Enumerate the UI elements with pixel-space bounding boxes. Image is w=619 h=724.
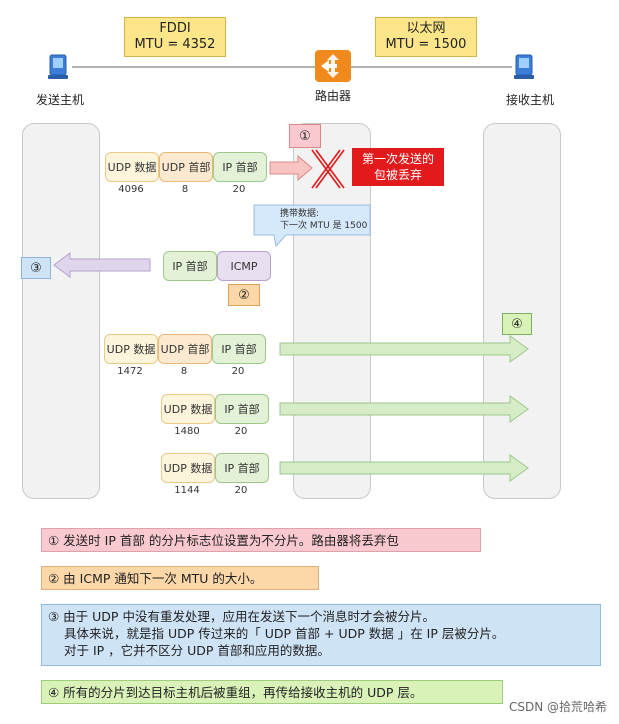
frag1-size-udp-data: 1472 [117,366,143,377]
watermark: CSDN @拾荒哈希 [508,700,607,714]
frag3-size-ip-header: 20 [234,485,248,496]
frag1-udp-data: UDP 数据 [104,334,158,364]
marker-2: ② [228,284,260,306]
left-mtu-label: FDDI MTU = 4352 [124,17,226,57]
row1-size-ip-header: 20 [232,184,246,195]
callout-shape [253,204,371,248]
send-arrow-red [269,154,313,182]
fragment3-arrow [279,454,529,482]
frag2-udp-data: UDP 数据 [161,394,215,424]
icmp-row-ip-header: IP 首部 [163,251,217,281]
note-1: ① 发送时 IP 首部 的分片标志位设置为不分片。路由器将丢弃包 [41,528,481,552]
note-2: ② 由 ICMP 通知下一次 MTU 的大小。 [41,566,319,590]
frag1-ip-header: IP 首部 [212,334,266,364]
note-3: ③ 由于 UDP 中没有重发处理，应用在发送下一个消息时才会被分片。 具体来说，… [41,604,601,666]
drop-x-icon [311,149,345,189]
right-link-mtu: MTU = 1500 [385,37,467,52]
frag2-size-ip-header: 20 [234,426,248,437]
marker-3: ③ [21,257,51,279]
left-link-mtu: MTU = 4352 [134,37,216,52]
frag3-udp-data: UDP 数据 [161,453,215,483]
sender-computer-icon [48,54,68,79]
note-4: ④ 所有的分片到达目标主机后被重组，再传给接收主机的 UDP 层。 [41,680,503,704]
router-icon [315,50,351,82]
frag1-size-udp-header: 8 [180,366,188,377]
frag1-udp-header: UDP 首部 [158,334,212,364]
marker-4: ④ [502,313,532,335]
fragment2-arrow [279,395,529,423]
right-link-name: 以太网 [406,21,446,36]
note-3-line-2: 具体来说，就是指 UDP 传过来的「 UDP 首部 + UDP 数据 」在 IP… [64,626,505,641]
note-3-line-3: 对于 IP ，它并不区分 UDP 首部和应用的数据。 [64,643,330,658]
right-mtu-label: 以太网 MTU = 1500 [375,17,477,57]
sender-lane [22,123,100,499]
row1-size-udp-header: 8 [181,184,189,195]
router-label: 路由器 [314,89,351,103]
row1-udp-header: UDP 首部 [159,152,213,182]
frag3-size-udp-data: 1144 [174,485,200,496]
marker-1: ① [289,124,321,148]
receiver-lane [483,123,561,499]
icmp-return-arrow [53,252,151,278]
icmp-box: ICMP [217,251,271,281]
fragment1-arrow [279,335,529,363]
frag2-ip-header: IP 首部 [215,394,269,424]
row1-ip-header: IP 首部 [213,152,267,182]
frag3-ip-header: IP 首部 [215,453,269,483]
drop-label: 第一次发送的 包被丢弃 [352,148,444,186]
left-link-name: FDDI [159,21,191,36]
row1-size-udp-data: 4096 [118,184,144,195]
mtu-callout: 携带数据: 下一次 MTU 是 1500 [280,209,368,231]
receiver-label: 接收主机 [505,93,554,107]
row1-udp-data: UDP 数据 [105,152,159,182]
note-3-line-1: ③ 由于 UDP 中没有重发处理，应用在发送下一个消息时才会被分片。 [48,609,435,624]
receiver-computer-icon [514,54,534,79]
sender-label: 发送主机 [35,93,84,107]
frag2-size-udp-data: 1480 [174,426,200,437]
frag1-size-ip-header: 20 [231,366,245,377]
